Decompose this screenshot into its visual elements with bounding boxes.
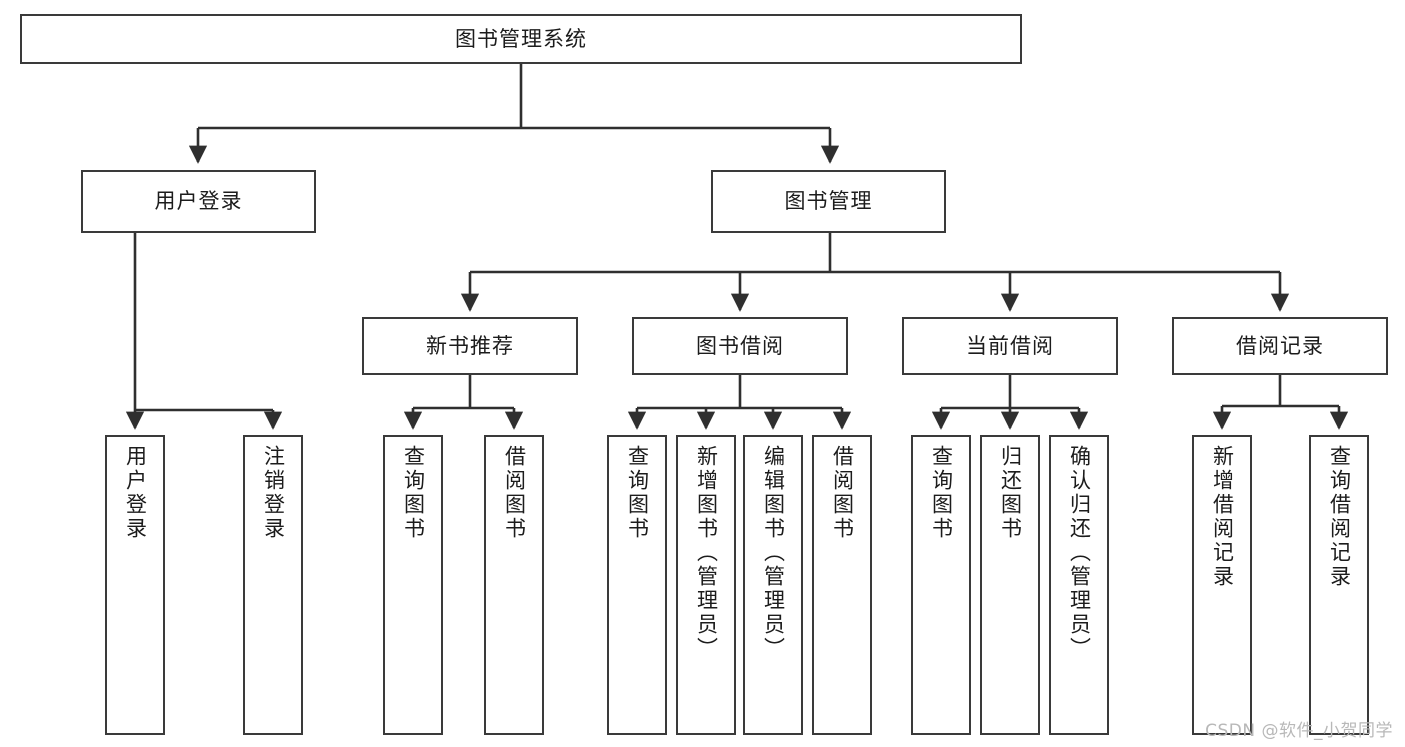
node-borrowing-record[interactable]: 借阅记录	[1172, 317, 1388, 375]
node-book-borrowing[interactable]: 图书借阅	[632, 317, 848, 375]
node-label: 图书借阅	[696, 333, 784, 358]
node-label: 用户登录	[154, 189, 243, 214]
node-label: 图书管理	[784, 189, 873, 214]
leaf-recommend-borrow-book[interactable]: 借阅图书	[484, 435, 544, 735]
node-label: 查询图书	[401, 445, 426, 541]
node-user-login[interactable]: 用户登录	[81, 170, 316, 233]
leaf-borrow-borrow-book[interactable]: 借阅图书	[812, 435, 872, 735]
leaf-recommend-query-book[interactable]: 查询图书	[383, 435, 443, 735]
leaf-borrow-edit-book-admin[interactable]: 编辑图书（管理员）	[743, 435, 803, 735]
node-label: 借阅图书	[830, 445, 855, 541]
node-new-book-recommendation[interactable]: 新书推荐	[362, 317, 578, 375]
node-label: 新增借阅记录	[1210, 445, 1235, 589]
node-label: 新增图书（管理员）	[694, 445, 719, 661]
node-label: 归还图书	[998, 445, 1023, 541]
node-label: 查询借阅记录	[1327, 445, 1352, 589]
leaf-current-confirm-return-admin[interactable]: 确认归还（管理员）	[1049, 435, 1109, 735]
node-label: 当前借阅	[966, 333, 1054, 358]
node-label: 查询图书	[929, 445, 954, 541]
leaf-current-return-book[interactable]: 归还图书	[980, 435, 1040, 735]
leaf-user-login[interactable]: 用户登录	[105, 435, 165, 735]
leaf-record-query-borrow-record[interactable]: 查询借阅记录	[1309, 435, 1369, 735]
node-book-management[interactable]: 图书管理	[711, 170, 946, 233]
leaf-current-query-book[interactable]: 查询图书	[911, 435, 971, 735]
node-label: 注销登录	[261, 445, 286, 541]
node-label: 借阅图书	[502, 445, 527, 541]
leaf-borrow-query-book[interactable]: 查询图书	[607, 435, 667, 735]
csdn-watermark: CSDN @软件_小贺同学	[1205, 721, 1393, 741]
node-label: 新书推荐	[426, 333, 514, 358]
node-label: 图书管理系统	[455, 26, 587, 51]
leaf-borrow-add-book-admin[interactable]: 新增图书（管理员）	[676, 435, 736, 735]
node-label: 用户登录	[123, 445, 148, 541]
node-label: 借阅记录	[1236, 333, 1324, 358]
node-current-borrowing[interactable]: 当前借阅	[902, 317, 1118, 375]
leaf-record-add-borrow-record[interactable]: 新增借阅记录	[1192, 435, 1252, 735]
leaf-logout[interactable]: 注销登录	[243, 435, 303, 735]
node-label: 编辑图书（管理员）	[761, 445, 786, 661]
node-root-book-management-system[interactable]: 图书管理系统	[20, 14, 1022, 64]
node-label: 查询图书	[625, 445, 650, 541]
node-label: 确认归还（管理员）	[1067, 445, 1092, 661]
